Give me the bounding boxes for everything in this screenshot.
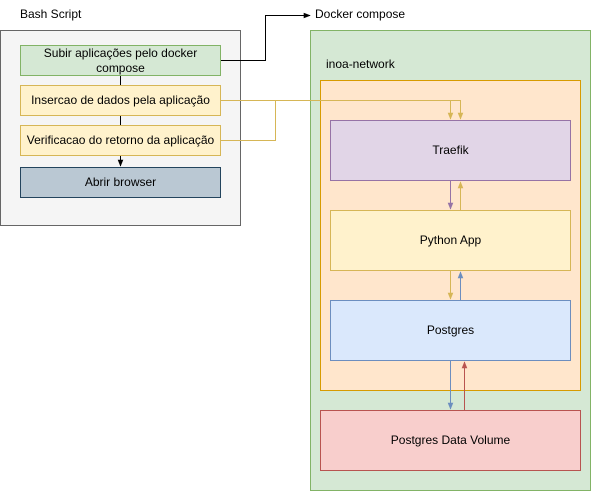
bash-script-title: Bash Script xyxy=(20,7,82,21)
step-insert-data-label: Insercao de dados pela aplicação xyxy=(31,93,210,107)
step-verify-response[interactable]: Verificacao do retorno da aplicação xyxy=(20,125,221,156)
postgres-data-volume[interactable]: Postgres Data Volume xyxy=(320,410,581,471)
edge-verify-to-traefik xyxy=(221,100,464,141)
service-traefik-label: Traefik xyxy=(432,143,469,157)
service-python-app[interactable]: Python App xyxy=(330,210,571,271)
step-open-browser[interactable]: Abrir browser xyxy=(20,167,221,198)
docker-compose-title: Docker compose xyxy=(315,7,406,21)
service-python-app-label: Python App xyxy=(419,233,482,247)
service-postgres[interactable]: Postgres xyxy=(330,300,571,361)
step-docker-compose-up-label: Subir aplicações pelo docker compose xyxy=(43,45,198,75)
inoa-network-label: inoa-network xyxy=(326,57,395,71)
step-docker-compose-up[interactable]: Subir aplicações pelo docker compose xyxy=(20,45,221,76)
edge-insert-to-traefik xyxy=(221,100,454,120)
edge-step1-to-docker-compose xyxy=(221,12,311,61)
step-open-browser-label: Abrir browser xyxy=(84,175,157,189)
service-postgres-label: Postgres xyxy=(426,323,475,337)
postgres-data-volume-label: Postgres Data Volume xyxy=(390,433,511,447)
step-verify-response-label: Verificacao do retorno da aplicação xyxy=(26,133,215,147)
step-insert-data[interactable]: Insercao de dados pela aplicação xyxy=(20,85,221,116)
service-traefik[interactable]: Traefik xyxy=(330,120,571,181)
